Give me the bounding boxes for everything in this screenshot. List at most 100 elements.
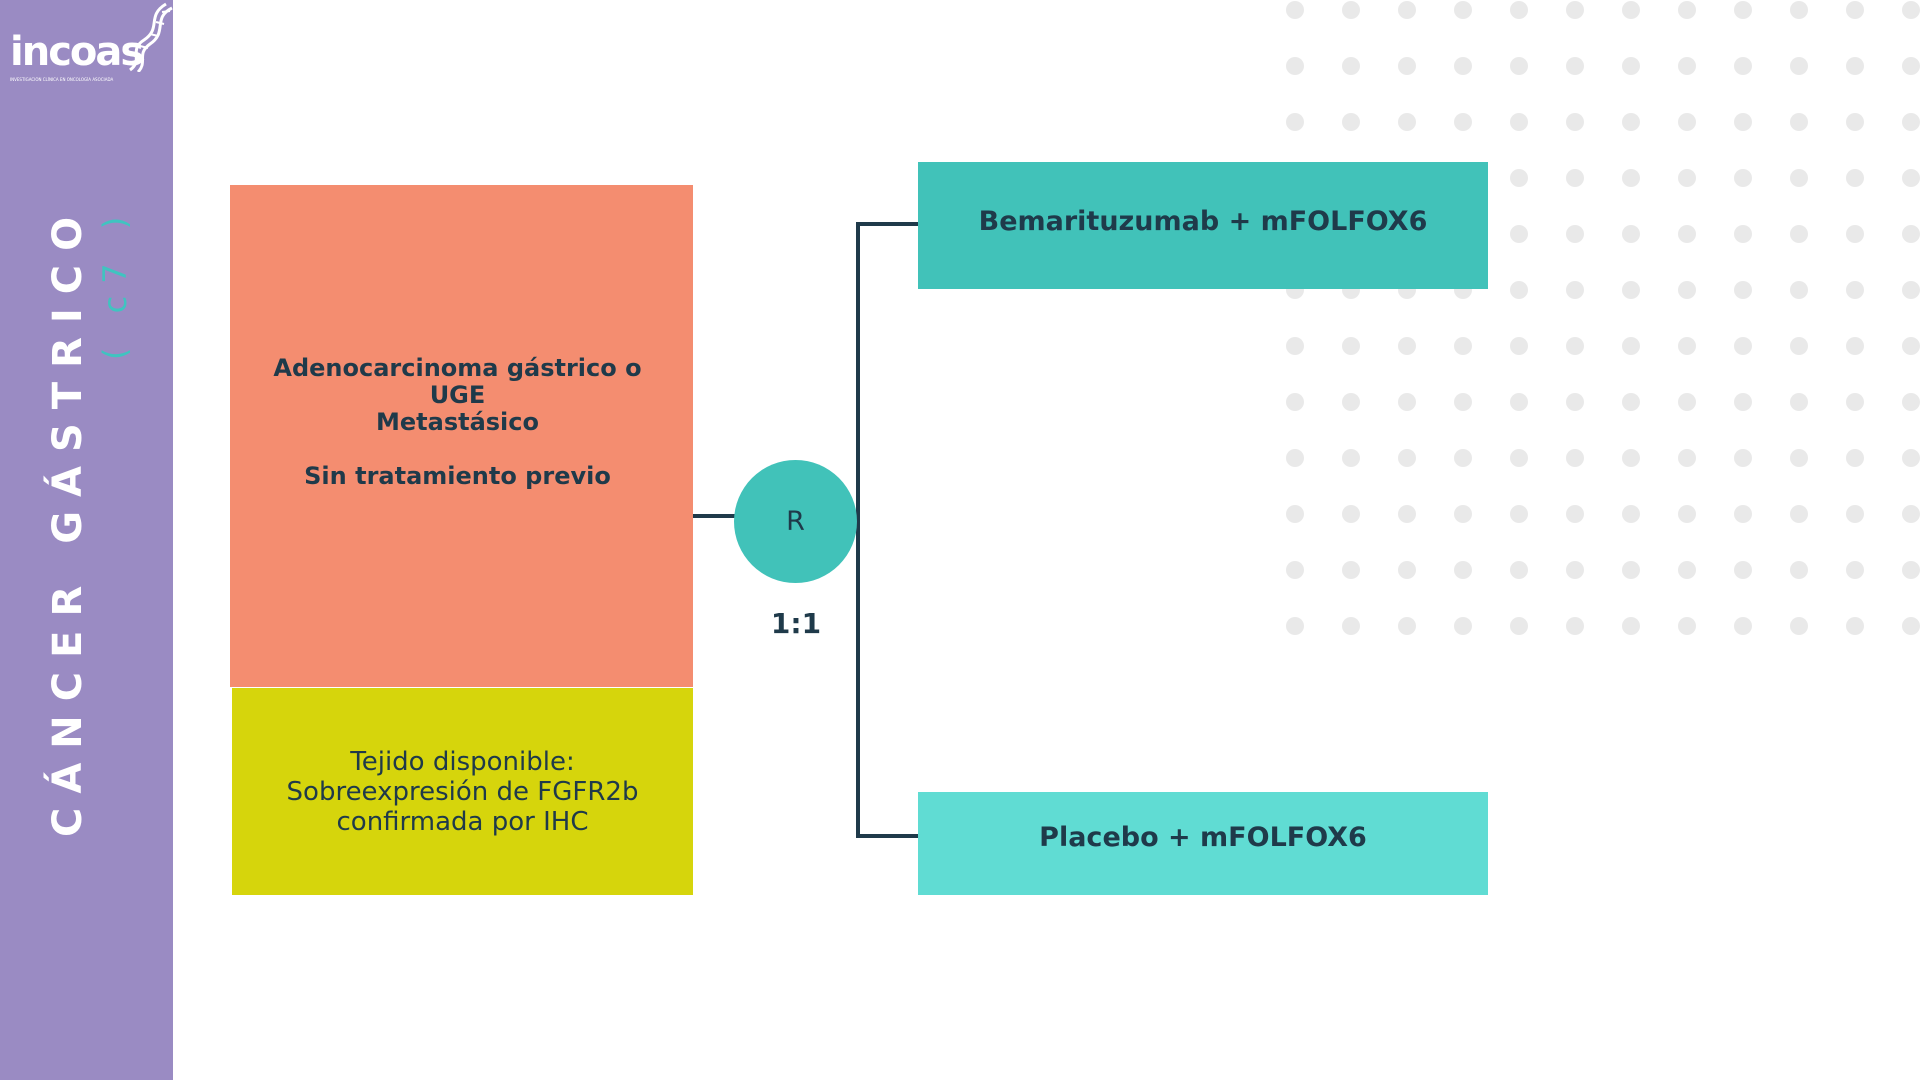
background-dot (1846, 225, 1864, 243)
background-dot (1566, 1, 1584, 19)
background-dot (1846, 337, 1864, 355)
background-dot (1790, 505, 1808, 523)
background-dot (1510, 113, 1528, 131)
background-dot (1510, 337, 1528, 355)
background-dot (1678, 113, 1696, 131)
background-dot (1622, 281, 1640, 299)
biomarker-line-3: confirmada por IHC (336, 806, 589, 837)
background-dot (1790, 169, 1808, 187)
background-dot (1286, 1, 1304, 19)
patient-line-4: Sin tratamiento previo (304, 461, 611, 490)
background-dot (1622, 337, 1640, 355)
background-dot (1454, 505, 1472, 523)
logo-text: incoas (10, 29, 144, 75)
biomarker-line-2: Sobreexpresión de FGFR2b (286, 776, 639, 807)
background-dot (1622, 113, 1640, 131)
background-dot (1734, 561, 1752, 579)
background-dot (1454, 449, 1472, 467)
background-dot (1510, 57, 1528, 75)
background-dot (1790, 113, 1808, 131)
background-dot (1678, 505, 1696, 523)
background-dot (1734, 281, 1752, 299)
background-dot (1622, 561, 1640, 579)
background-dot (1510, 561, 1528, 579)
background-dot (1790, 449, 1808, 467)
background-dot (1566, 617, 1584, 635)
background-dot (1510, 617, 1528, 635)
background-dot (1846, 561, 1864, 579)
background-dot (1286, 561, 1304, 579)
dna-icon (129, 2, 173, 72)
background-dot (1846, 505, 1864, 523)
background-dot (1734, 505, 1752, 523)
background-dot (1286, 337, 1304, 355)
background-dot (1398, 57, 1416, 75)
arm-2-label: Placebo + mFOLFOX6 (1039, 822, 1367, 853)
patient-population-box: Adenocarcinoma gástrico o UGE Metastásic… (230, 185, 693, 687)
background-dot (1398, 1, 1416, 19)
background-dot (1790, 617, 1808, 635)
background-dot (1846, 617, 1864, 635)
background-dot (1510, 281, 1528, 299)
background-dot (1566, 57, 1584, 75)
background-dot (1902, 617, 1920, 635)
background-dot (1286, 449, 1304, 467)
background-dot (1790, 393, 1808, 411)
background-dot (1902, 113, 1920, 131)
logo-tagline: INVESTIGACIÓN CLÍNICA EN ONCOLOGÍA ASOCI… (10, 77, 114, 82)
background-dot (1902, 505, 1920, 523)
background-dot (1342, 393, 1360, 411)
background-dot (1846, 1, 1864, 19)
randomization-node: R (734, 460, 857, 583)
background-dot (1734, 393, 1752, 411)
background-dot (1566, 225, 1584, 243)
arm-placebo-box: Placebo + mFOLFOX6 (918, 792, 1488, 895)
patient-line-3: Metastásico (375, 407, 539, 436)
background-dot (1622, 393, 1640, 411)
background-dot (1902, 1, 1920, 19)
background-dot (1846, 393, 1864, 411)
randomization-ratio: 1:1 (770, 607, 822, 640)
background-dot (1846, 113, 1864, 131)
background-dot (1566, 561, 1584, 579)
background-dot (1846, 57, 1864, 75)
background-dot (1678, 1, 1696, 19)
background-dot (1734, 225, 1752, 243)
background-dot (1734, 169, 1752, 187)
background-dot (1566, 505, 1584, 523)
background-dot (1566, 337, 1584, 355)
background-dot (1734, 57, 1752, 75)
background-dot (1454, 337, 1472, 355)
biomarker-box: Tejido disponible: Sobreexpresión de FGF… (232, 688, 693, 895)
sidebar: incoas INVESTIGACIÓN CLÍNICA EN ONCOLOGÍ… (0, 0, 173, 1080)
background-dot (1846, 169, 1864, 187)
patient-line-1: Adenocarcinoma gástrico o (273, 353, 642, 382)
background-dot (1734, 113, 1752, 131)
background-dot (1846, 281, 1864, 299)
background-dot (1678, 281, 1696, 299)
background-dot (1622, 169, 1640, 187)
arm-bemarituzumab-box: Bemarituzumab + mFOLFOX6 (918, 162, 1488, 289)
background-dot (1678, 393, 1696, 411)
background-dot (1902, 561, 1920, 579)
background-dot (1622, 449, 1640, 467)
background-dot (1734, 617, 1752, 635)
background-dot (1790, 281, 1808, 299)
background-dot (1902, 225, 1920, 243)
background-dot (1398, 393, 1416, 411)
background-dot (1286, 57, 1304, 75)
background-dot (1286, 617, 1304, 635)
background-dot (1286, 113, 1304, 131)
background-dot (1678, 225, 1696, 243)
background-dot (1622, 617, 1640, 635)
background-dot (1678, 169, 1696, 187)
background-dot (1734, 337, 1752, 355)
background-dot (1342, 617, 1360, 635)
background-dot (1454, 617, 1472, 635)
background-dot (1454, 561, 1472, 579)
background-dot (1622, 505, 1640, 523)
background-dot (1454, 393, 1472, 411)
background-dot (1902, 337, 1920, 355)
background-dot (1510, 169, 1528, 187)
